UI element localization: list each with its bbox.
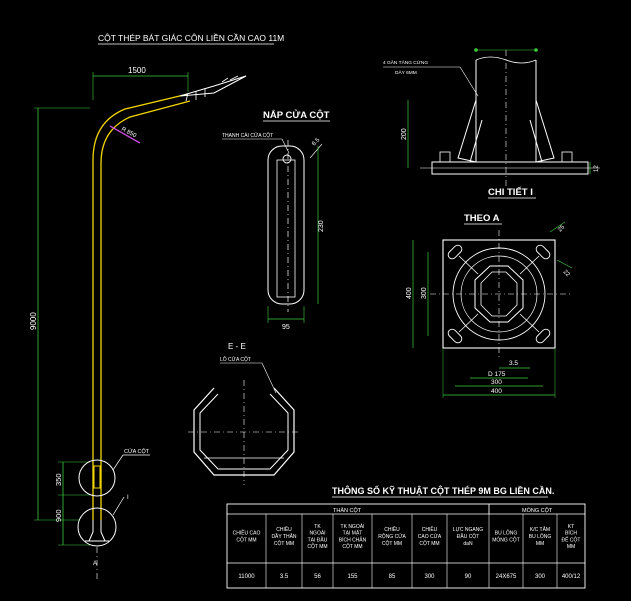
table-value-cell: 300 bbox=[424, 574, 435, 580]
group-mong-cot: MÓNG CỘT bbox=[522, 507, 553, 514]
table-value-cell: 90 bbox=[465, 574, 472, 580]
door-cover-view: NẮP CỬA CỘT THANH CÀI CỬA CỘT 6.5 230 95 bbox=[222, 109, 330, 331]
door-label: CỬA CỘT bbox=[124, 448, 150, 455]
table-value-cell: 24X675 bbox=[496, 574, 517, 580]
detail-callout-2: DÀY 6MM bbox=[395, 69, 417, 76]
drawing-title: CỘT THÉP BÁT GIÁC CÔN LIỀN CẦN CAO 11M bbox=[98, 33, 284, 43]
detail-callout-1: 4 GÂN TĂNG CỨNG bbox=[383, 59, 428, 66]
table-value-cell: 3.5 bbox=[280, 574, 289, 580]
view-A-300-bottom: 300 bbox=[491, 379, 502, 386]
detail-I-view: 4 GÂN TĂNG CỨNG DÀY 6MM 200 12 CHI TIẾT … bbox=[383, 48, 600, 199]
door-cover-dim-small: 6.5 bbox=[311, 137, 322, 148]
view-A-d175-dim: D 175 bbox=[488, 371, 506, 378]
view-A-hole-dim: 25 bbox=[557, 224, 566, 233]
group-than-cot: THÂN CỘT bbox=[333, 507, 362, 514]
detail-height-dim: 200 bbox=[401, 128, 408, 140]
door-cover-height-dim: 230 bbox=[318, 220, 325, 232]
section-ee-callout: LỖ CỬA CỘT bbox=[220, 356, 251, 363]
view-A-22-dim: 22 bbox=[562, 269, 571, 278]
table-value-cell: 155 bbox=[347, 574, 358, 580]
view-A: THEO A 400 300 25 22 3.5 bbox=[406, 213, 573, 398]
table-value-cell: 85 bbox=[389, 574, 396, 580]
table-value-cell: 56 bbox=[314, 574, 321, 580]
detail-title: CHI TIẾT I bbox=[488, 187, 533, 198]
section-ee-title: E - E bbox=[228, 342, 246, 351]
table-value-cell: 400/12 bbox=[562, 574, 581, 580]
detail-ref-I: I bbox=[127, 495, 129, 501]
table-value-cell: 300 bbox=[535, 574, 546, 580]
view-A-35-dim: 3.5 bbox=[509, 360, 518, 367]
detail-thick-dim: 12 bbox=[594, 165, 600, 172]
spec-table-title: THÔNG SỐ KỸ THUẬT CỘT THÉP 9M BG LIỀN CẦ… bbox=[332, 485, 554, 496]
table-value-cell: 11000 bbox=[238, 574, 255, 580]
door-cover-callout: THANH CÀI CỬA CỘT bbox=[222, 132, 273, 139]
pole-height-dim: 9000 bbox=[29, 312, 38, 330]
view-A-400-bottom: 400 bbox=[491, 388, 502, 395]
dim-900: 900 bbox=[54, 509, 63, 522]
section-ref-A: A bbox=[93, 561, 97, 567]
door-cover-title: NẮP CỬA CỘT bbox=[263, 109, 330, 121]
section-ee-view: E - E LỖ CỬA CỘT bbox=[188, 342, 300, 485]
view-A-outer-dim: 400 bbox=[406, 287, 413, 299]
view-A-title: THEO A bbox=[464, 213, 500, 224]
dim-350: 350 bbox=[54, 473, 63, 486]
door-cover-width-dim: 95 bbox=[282, 324, 290, 331]
pole-radius-label: R 850 bbox=[120, 126, 138, 139]
view-A-inner-dim: 300 bbox=[421, 287, 428, 299]
spec-table: THÔNG SỐ KỸ THUẬT CỘT THÉP 9M BG LIỀN CẦ… bbox=[226, 485, 586, 589]
arm-length-dim: 1500 bbox=[128, 66, 146, 75]
pole-elevation: R 850 1500 9000 350 900 CỬA CỘT I A bbox=[29, 66, 247, 580]
